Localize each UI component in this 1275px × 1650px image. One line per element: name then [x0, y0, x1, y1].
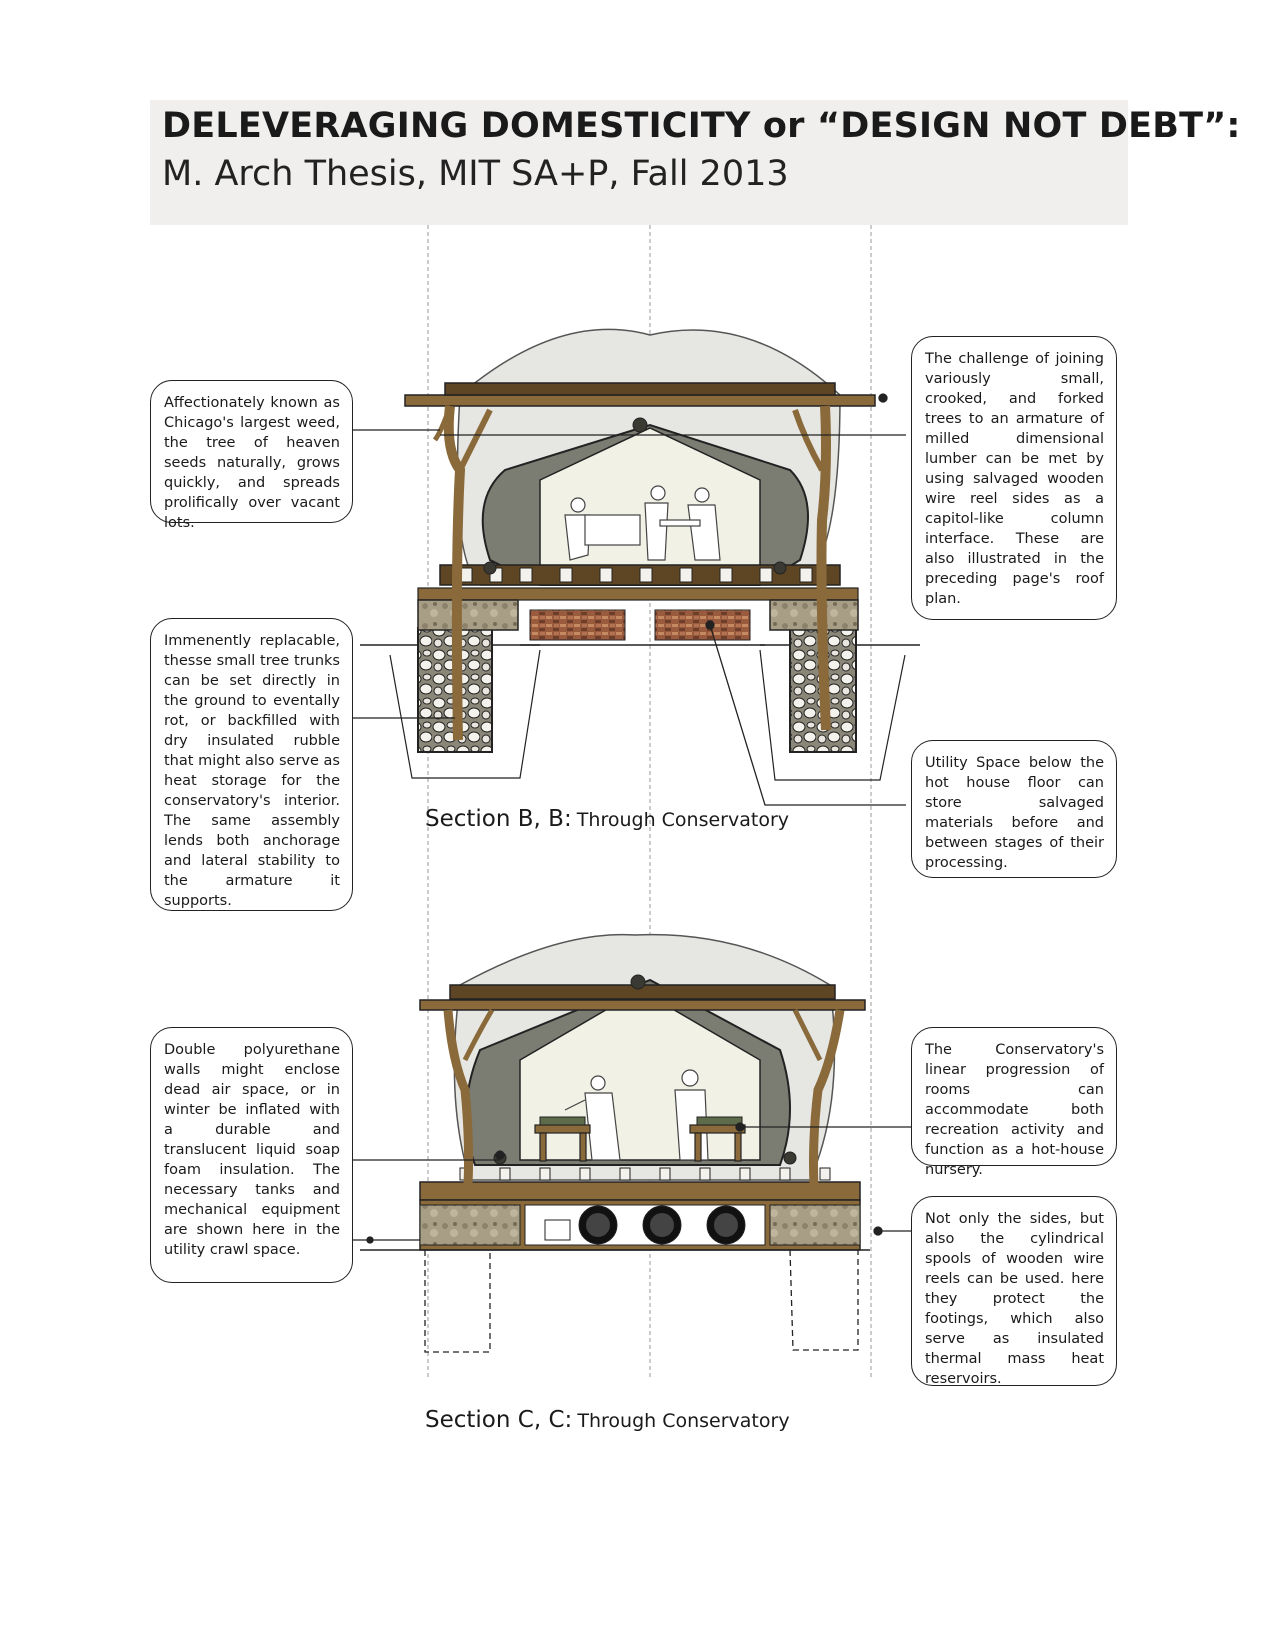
- title-banner: DELEVERAGING DOMESTICITY or “DESIGN NOT …: [150, 100, 1240, 225]
- section-b-label: Section B, B:: [425, 806, 572, 832]
- section-c-label: Section C, C:: [425, 1407, 573, 1433]
- callout-utility-space: Utility Space below the hot house floor …: [911, 740, 1117, 878]
- section-c-drawing: [360, 933, 870, 1353]
- callout-cylindrical-spools: Not only the sides, but also the cylindr…: [911, 1196, 1117, 1387]
- section-b-leaders: [353, 393, 906, 806]
- callout-joining-trees: The challenge of joining variously small…: [911, 336, 1117, 620]
- section-c-sublabel: Through Conservatory: [577, 1410, 790, 1432]
- callout-replaceable-trunks: Immenently replacable, thesse small tree…: [150, 618, 353, 911]
- section-b-sublabel: Through Conservatory: [576, 809, 789, 831]
- callout-tree-of-heaven: Affectionately known as Chicago's larges…: [150, 380, 353, 531]
- page-subtitle: M. Arch Thesis, MIT SA+P, Fall 2013: [162, 154, 789, 194]
- callout-double-walls: Double polyurethane walls might enclose …: [150, 1027, 353, 1283]
- callout-linear-progression: The Conservatory's linear progression of…: [911, 1027, 1117, 1178]
- section-b-caption: Section B, B: Through Conservatory: [425, 806, 789, 832]
- section-c-caption: Section C, C: Through Conservatory: [425, 1407, 790, 1433]
- page-title: DELEVERAGING DOMESTICITY or “DESIGN NOT …: [162, 106, 1241, 146]
- section-b-drawing: [360, 328, 920, 781]
- section-c-leaders: [353, 1122, 912, 1244]
